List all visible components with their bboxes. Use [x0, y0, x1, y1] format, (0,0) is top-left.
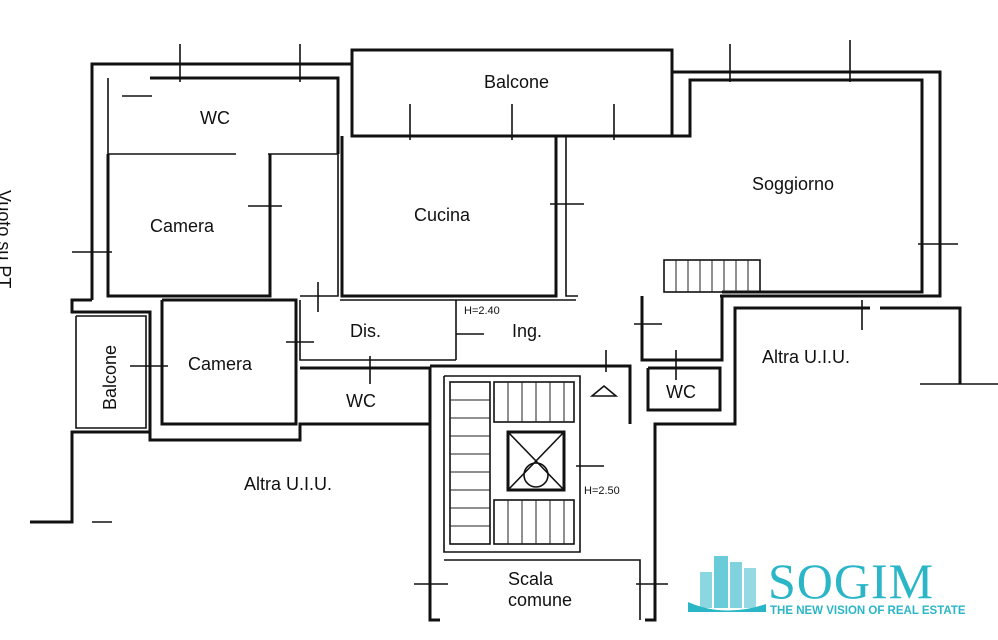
- label-scala: Scala: [508, 569, 554, 589]
- label-vuoto: Vuoto su PT: [0, 190, 14, 288]
- label-comune: comune: [508, 590, 572, 610]
- window-marks: [72, 40, 998, 585]
- label-wc-right: WC: [666, 382, 696, 402]
- label-height-stair: H=2.50: [584, 485, 620, 497]
- label-height-ing: H=2.40: [464, 305, 500, 317]
- sogim-logo: SOGIM THE NEW VISION OF REAL ESTATE: [688, 553, 966, 617]
- label-cucina: Cucina: [414, 205, 471, 225]
- label-wc-middle: WC: [346, 391, 376, 411]
- label-ing: Ing.: [512, 321, 542, 341]
- label-wc-top: WC: [200, 108, 230, 128]
- room-labels: Balcone WC Soggiorno Camera Cucina Dis. …: [0, 72, 850, 610]
- staircase: [449, 259, 761, 545]
- label-altra-uiu-right: Altra U.I.U.: [762, 347, 850, 367]
- label-soggiorno: Soggiorno: [752, 174, 834, 194]
- label-dis: Dis.: [350, 321, 381, 341]
- interior-walls: [75, 64, 924, 620]
- label-camera-2: Camera: [188, 354, 253, 374]
- label-camera-1: Camera: [150, 216, 215, 236]
- label-balcone-top: Balcone: [484, 72, 549, 92]
- label-balcone-left: Balcone: [100, 345, 120, 410]
- skyline-icon: [688, 556, 766, 612]
- brand-tagline: THE NEW VISION OF REAL ESTATE: [770, 605, 966, 617]
- label-altra-uiu-left: Altra U.I.U.: [244, 474, 332, 494]
- brand-name: SOGIM: [768, 553, 934, 609]
